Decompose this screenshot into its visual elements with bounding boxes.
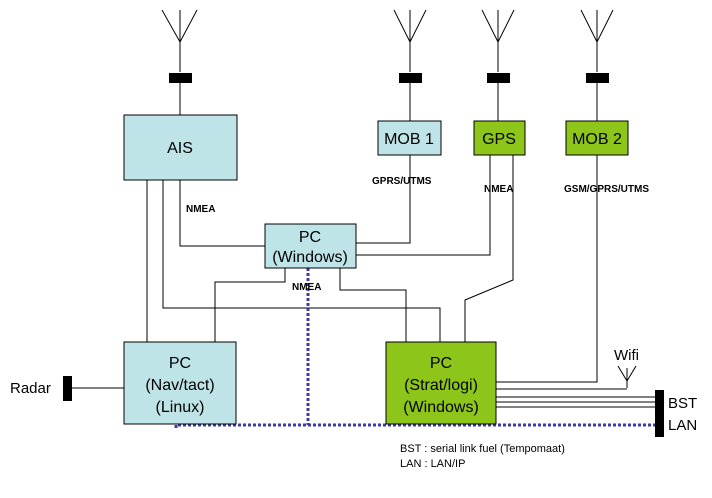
mob1-box: MOB 1: [377, 120, 442, 156]
antenna-icon-ais: [161, 9, 198, 72]
radar-connector-icon: [63, 376, 72, 401]
bst-connector-icon: [655, 390, 664, 415]
connector-icon-ais: [169, 73, 192, 83]
pc-windows-line1: PC: [299, 229, 321, 246]
nmea-pc-label: NMEA: [292, 282, 321, 293]
pc-nav-line1: PC: [169, 355, 191, 372]
gprs-utms-label: GPRS/UTMS: [372, 176, 432, 187]
ais-label: AIS: [167, 140, 193, 157]
antenna-icon-mob2: [580, 9, 614, 72]
gps-label: GPS: [482, 131, 516, 148]
radar-label: Radar: [10, 380, 51, 397]
gsm-gprs-utms-label: GSM/GPRS/UTMS: [564, 184, 649, 195]
legend-bst: BST : serial link fuel (Tempomaat): [400, 443, 565, 455]
pc-strat-line1: PC: [430, 355, 452, 372]
pc-strat-line3: (Windows): [403, 399, 479, 416]
lan-link: [174, 268, 655, 428]
pc-windows-box: PC (Windows): [264, 223, 357, 269]
lan-connector-icon: [655, 412, 664, 437]
antenna-icon-gps: [481, 9, 515, 72]
nmea-ais-label: NMEA: [186, 204, 215, 215]
connector-icon-mob2: [586, 73, 609, 83]
connector-icon-mob1: [399, 73, 422, 83]
antenna-feed-lines: [179, 83, 598, 121]
mob2-label: MOB 2: [572, 131, 622, 148]
pc-strat-line2: (Strat/logi): [404, 377, 478, 394]
wifi-label: Wifi: [614, 347, 639, 364]
pc-strat-box: PC (Strat/logi) (Windows): [385, 341, 497, 425]
nmea-gps-label: NMEA: [484, 184, 513, 195]
pc-windows-line2: (Windows): [272, 249, 348, 266]
antenna-icon-mob1: [393, 9, 427, 72]
pc-nav-box: PC (Nav/tact) (Linux): [123, 341, 237, 425]
gps-box: GPS: [473, 120, 526, 156]
lan-label: LAN: [668, 417, 697, 434]
bst-label: BST: [668, 395, 697, 412]
pc-nav-line3: (Linux): [156, 399, 205, 416]
mob2-box: MOB 2: [565, 120, 629, 156]
ais-box: AIS: [123, 114, 238, 181]
mob1-label: MOB 1: [384, 131, 434, 148]
connector-icon-gps: [487, 73, 510, 83]
pc-nav-line2: (Nav/tact): [145, 377, 214, 394]
antenna-icon-wifi: [617, 365, 637, 388]
legend-lan: LAN : LAN/IP: [400, 458, 465, 470]
connection-lines: [70, 155, 655, 408]
